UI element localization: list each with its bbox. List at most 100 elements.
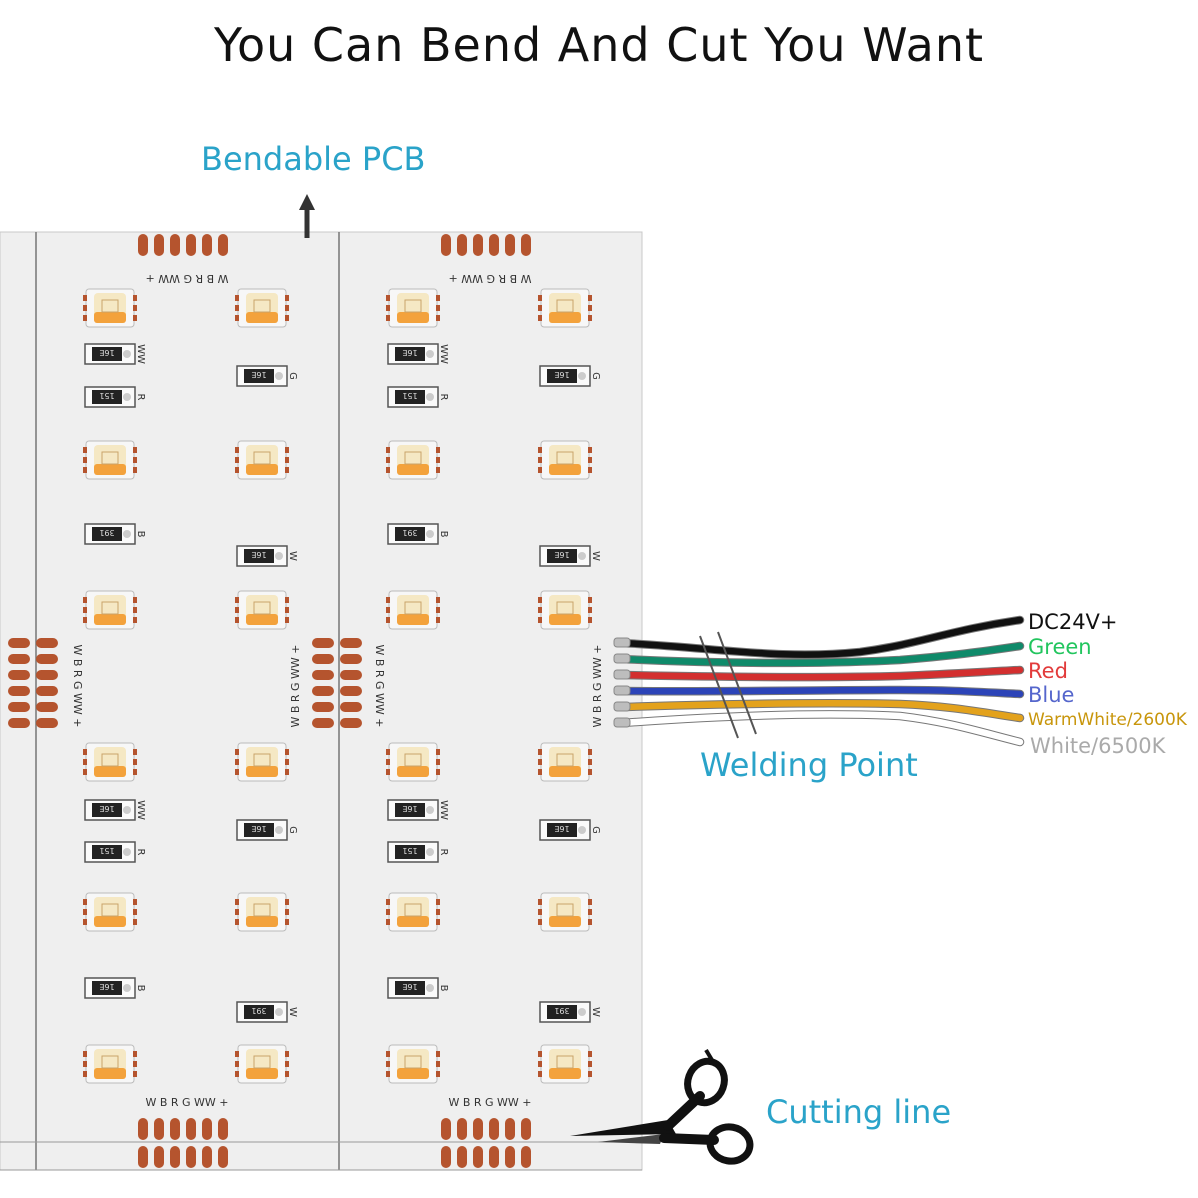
resistor-body xyxy=(547,549,577,563)
led-pad xyxy=(83,597,87,603)
solder-pad xyxy=(202,1146,212,1168)
resistor-cap xyxy=(578,1008,586,1016)
led-pad xyxy=(133,1061,137,1067)
resistor-body xyxy=(92,390,122,404)
led-pad xyxy=(386,447,390,453)
solder-pad xyxy=(457,1118,467,1140)
wire-bundle xyxy=(613,615,1025,747)
led-pad xyxy=(538,447,542,453)
led-pad xyxy=(588,607,592,613)
led-pad xyxy=(83,457,87,463)
led-pad xyxy=(235,597,239,603)
solder-pad xyxy=(505,234,515,256)
led-pad xyxy=(538,1051,542,1057)
led-pad xyxy=(285,749,289,755)
smd-led-chip xyxy=(83,742,137,782)
wire xyxy=(618,699,1024,722)
led-die xyxy=(101,299,119,313)
resistor-body xyxy=(244,549,274,563)
wire-label-blue: Blue xyxy=(1028,683,1075,707)
smd-led-chip xyxy=(386,742,440,782)
led-pad xyxy=(538,295,542,301)
bend-arrow-head xyxy=(299,194,315,210)
led-phosphor xyxy=(397,614,429,625)
resistor-body xyxy=(547,823,577,837)
resistor-code: 391 xyxy=(251,1006,266,1015)
wire-tip xyxy=(613,669,631,680)
resistor-label: B xyxy=(438,531,449,538)
led-pad xyxy=(436,899,440,905)
led-pad xyxy=(436,305,440,311)
led-die xyxy=(253,753,271,767)
wire-label-red: Red xyxy=(1028,659,1068,683)
led-pad xyxy=(386,467,390,473)
solder-pad xyxy=(489,1146,499,1168)
led-pad xyxy=(133,1071,137,1077)
led-pad xyxy=(386,919,390,925)
resistor-cap xyxy=(123,393,131,401)
led-pad xyxy=(83,919,87,925)
led-pad xyxy=(436,457,440,463)
led-pad xyxy=(235,315,239,321)
resistor-code: 16E xyxy=(402,982,417,991)
pad-label: W B R G WW + xyxy=(145,272,228,285)
led-pad xyxy=(538,305,542,311)
wire xyxy=(618,616,1024,658)
led-pad xyxy=(285,305,289,311)
solder-pad xyxy=(312,718,334,728)
wire-break-mark xyxy=(717,631,757,735)
led-pad xyxy=(538,457,542,463)
led-pad xyxy=(235,759,239,765)
led-pad xyxy=(83,1071,87,1077)
solder-pad xyxy=(8,654,30,664)
wire-label-white: White/6500K xyxy=(1030,734,1166,758)
led-pad xyxy=(386,315,390,321)
led-pad xyxy=(588,457,592,463)
headline: You Can Bend And Cut You Want xyxy=(213,18,985,72)
led-die xyxy=(101,903,119,917)
pad-label: W B R G WW + xyxy=(145,1096,228,1109)
resistor-code: 391 xyxy=(554,1006,569,1015)
resistor-label: G xyxy=(287,372,298,380)
solder-pad xyxy=(312,638,334,648)
resistor-label: W xyxy=(590,1007,601,1017)
resistor-body xyxy=(395,981,425,995)
led-pad xyxy=(436,759,440,765)
led-pad xyxy=(436,617,440,623)
led-pad xyxy=(538,597,542,603)
wire xyxy=(618,711,1024,746)
led-pad xyxy=(588,909,592,915)
wire-tip xyxy=(613,685,631,696)
resistor-code: 16E xyxy=(251,370,266,379)
resistor-label: R xyxy=(438,394,449,401)
solder-pad xyxy=(138,1118,148,1140)
led-phosphor xyxy=(549,916,581,927)
solder-pad xyxy=(340,654,362,664)
led-pad xyxy=(285,597,289,603)
resistor-body xyxy=(395,803,425,817)
led-pad xyxy=(133,295,137,301)
led-pad xyxy=(285,447,289,453)
led-pad xyxy=(235,909,239,915)
led-pad xyxy=(235,1061,239,1067)
led-pad xyxy=(588,749,592,755)
pad-label: W B R G WW + xyxy=(448,1096,531,1109)
smd-led-chip xyxy=(83,892,137,932)
resistor-body xyxy=(395,527,425,541)
resistor-cap xyxy=(275,372,283,380)
solder-pad xyxy=(36,638,58,648)
led-pad xyxy=(133,597,137,603)
led-pad xyxy=(538,1061,542,1067)
led-pad xyxy=(588,447,592,453)
led-phosphor xyxy=(397,312,429,323)
led-die xyxy=(556,601,574,615)
led-pad xyxy=(235,467,239,473)
led-pad xyxy=(386,597,390,603)
led-pad xyxy=(285,909,289,915)
solder-pad xyxy=(457,1146,467,1168)
solder-pad xyxy=(489,1118,499,1140)
solder-pad xyxy=(170,234,180,256)
